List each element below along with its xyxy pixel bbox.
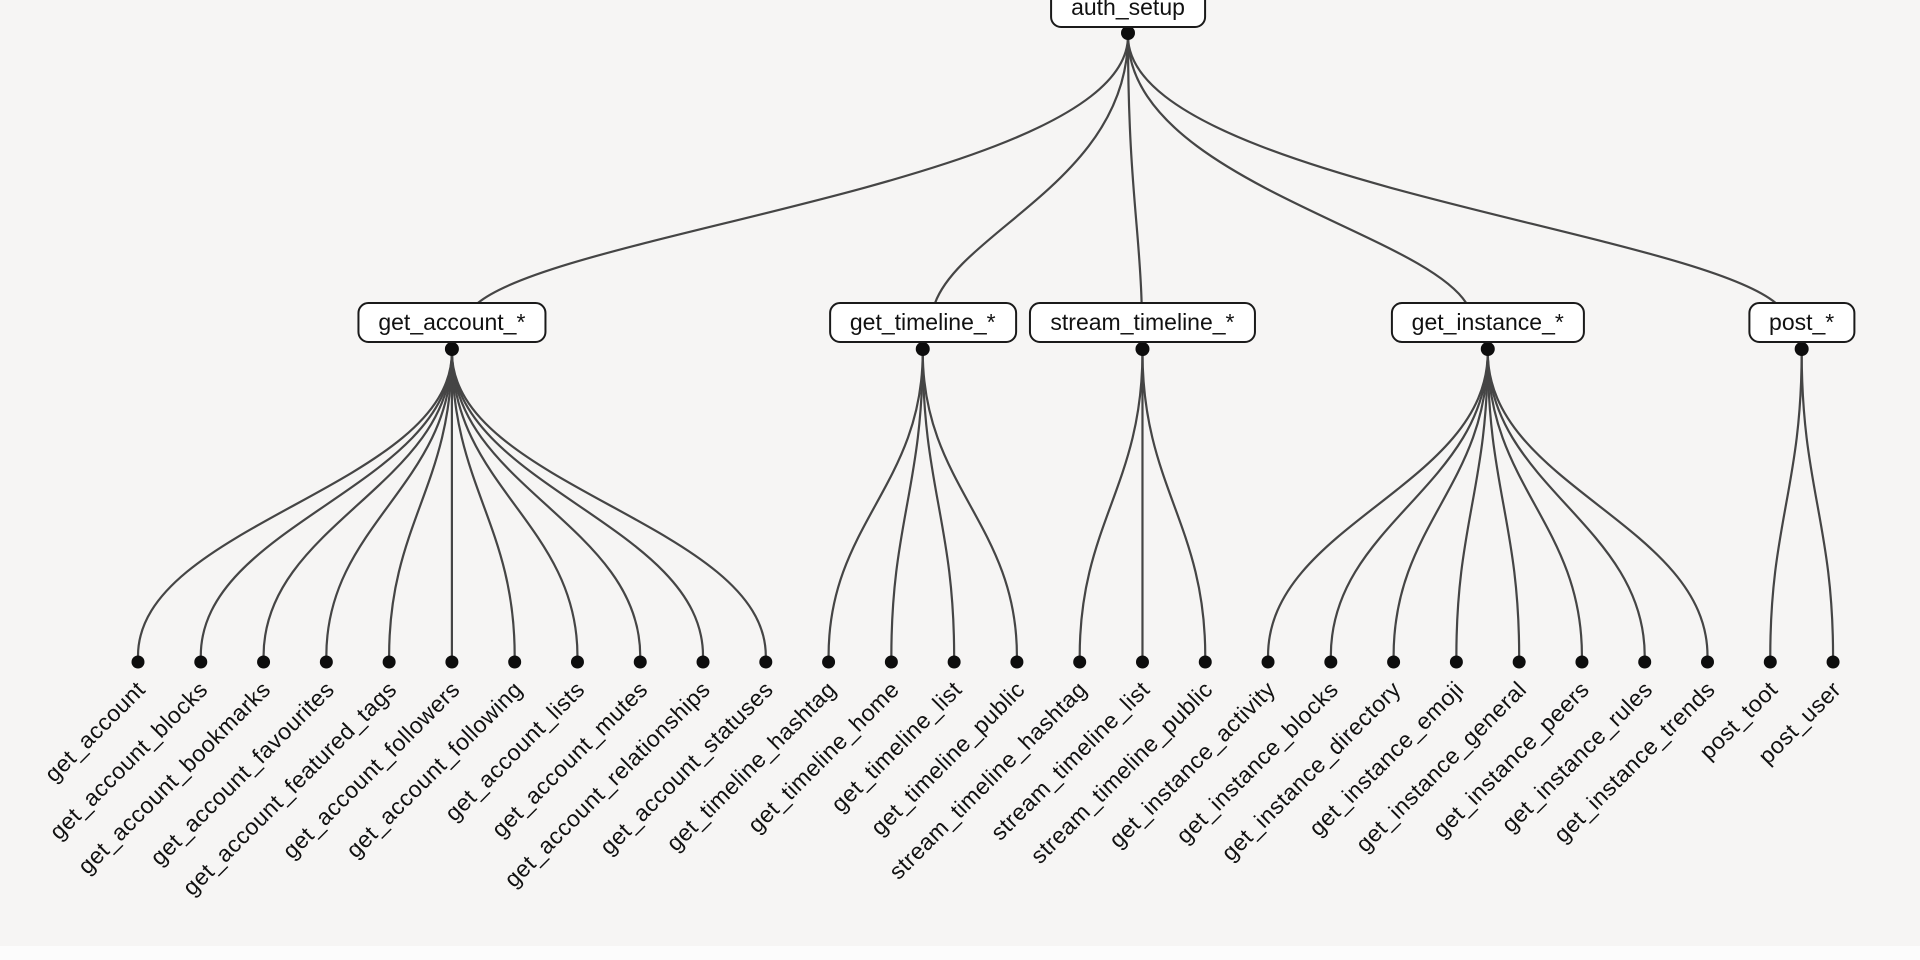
node-auth_setup: auth_setup bbox=[1050, 0, 1206, 28]
edge-auth_setup-to-get_instance_* bbox=[1126, 35, 1468, 304]
dot-get_account_mutes bbox=[633, 655, 647, 669]
edge-auth_setup-to-post_* bbox=[1126, 35, 1777, 304]
dot-post_toot bbox=[1763, 655, 1777, 669]
dot-get_instance_rules bbox=[1638, 655, 1652, 669]
edge-get_instance_*-to-get_instance_rules bbox=[1486, 351, 1646, 657]
dot-get_timeline_* bbox=[915, 342, 930, 356]
edge-post_*-to-post_user bbox=[1800, 351, 1835, 657]
dot-get_account_* bbox=[444, 342, 459, 356]
dot-get_instance_emoji bbox=[1449, 655, 1463, 669]
dot-get_instance_blocks bbox=[1324, 655, 1338, 669]
dot-get_timeline_list bbox=[947, 655, 961, 669]
dot-post_* bbox=[1794, 342, 1809, 356]
edge-get_account_*-to-get_account_bookmarks bbox=[262, 351, 453, 657]
edge-get_account_*-to-get_account_mutes bbox=[450, 351, 642, 657]
edge-get_account_*-to-get_account_blocks bbox=[199, 351, 453, 657]
edge-get_timeline_*-to-get_timeline_list bbox=[921, 351, 956, 657]
dot-stream_timeline_public bbox=[1198, 655, 1212, 669]
edge-get_instance_*-to-get_instance_directory bbox=[1392, 351, 1489, 657]
dot-stream_timeline_* bbox=[1135, 342, 1150, 356]
node-get_instance_*: get_instance_* bbox=[1390, 302, 1585, 343]
edge-get_timeline_*-to-get_timeline_public bbox=[921, 351, 1019, 657]
dot-get_instance_general bbox=[1512, 655, 1526, 669]
node-get_timeline_*: get_timeline_* bbox=[828, 302, 1017, 343]
edge-get_account_*-to-get_account_lists bbox=[450, 351, 579, 657]
node-get_account_*: get_account_* bbox=[357, 302, 547, 343]
dot-get_instance_activity bbox=[1261, 655, 1275, 669]
edge-get_account_*-to-get_account_featured_tags bbox=[388, 351, 453, 657]
edge-get_timeline_*-to-get_timeline_hashtag bbox=[827, 351, 924, 657]
edge-stream_timeline_*-to-stream_timeline_hashtag bbox=[1078, 351, 1144, 657]
dot-get_account_favourites bbox=[319, 655, 333, 669]
dot-auth_setup bbox=[1121, 26, 1135, 40]
dot-get_instance_directory bbox=[1387, 655, 1401, 669]
dot-get_instance_* bbox=[1480, 342, 1495, 356]
edge-get_account_*-to-get_account_statuses bbox=[450, 351, 767, 657]
dot-get_timeline_hashtag bbox=[822, 655, 836, 669]
bottom-strip bbox=[0, 946, 1920, 960]
dot-get_instance_trends bbox=[1701, 655, 1714, 669]
dot-get_account_statuses bbox=[759, 655, 773, 669]
edge-get_instance_*-to-get_instance_blocks bbox=[1329, 351, 1489, 657]
dot-get_account_featured_tags bbox=[382, 655, 396, 669]
dot-get_account_blocks bbox=[194, 655, 208, 669]
dot-post_user bbox=[1826, 655, 1840, 669]
dot-get_instance_peers bbox=[1575, 655, 1589, 669]
edge-get_instance_*-to-get_instance_activity bbox=[1266, 351, 1489, 657]
edge-get_instance_*-to-get_instance_trends bbox=[1486, 351, 1709, 657]
edge-get_instance_*-to-get_instance_peers bbox=[1486, 351, 1584, 657]
dot-get_account_relationships bbox=[696, 655, 710, 669]
dot-stream_timeline_hashtag bbox=[1073, 655, 1087, 669]
edge-auth_setup-to-get_account_* bbox=[477, 35, 1130, 304]
edge-get_account_*-to-get_account_relationships bbox=[450, 351, 705, 657]
edge-auth_setup-to-get_timeline_* bbox=[934, 35, 1130, 304]
edge-get_account_*-to-get_account_following bbox=[450, 351, 516, 657]
edge-get_instance_*-to-get_instance_general bbox=[1486, 351, 1521, 657]
dot-get_timeline_home bbox=[884, 655, 898, 669]
edge-post_*-to-post_toot bbox=[1769, 351, 1803, 657]
dot-get_account_followers bbox=[445, 655, 459, 669]
edge-get_instance_*-to-get_instance_emoji bbox=[1455, 351, 1489, 657]
dot-get_timeline_public bbox=[1010, 655, 1024, 669]
dot-stream_timeline_list bbox=[1135, 655, 1149, 669]
dot-get_account_bookmarks bbox=[257, 655, 271, 669]
dot-get_account_lists bbox=[570, 655, 584, 669]
dot-get_account bbox=[131, 655, 145, 669]
edge-get_account_*-to-get_account_favourites bbox=[325, 351, 453, 657]
dot-get_account_following bbox=[508, 655, 522, 669]
edge-get_account_*-to-get_account bbox=[136, 351, 453, 657]
node-post_*: post_* bbox=[1748, 302, 1856, 343]
edge-stream_timeline_*-to-stream_timeline_public bbox=[1141, 351, 1207, 657]
node-stream_timeline_*: stream_timeline_* bbox=[1029, 302, 1256, 343]
edge-auth_setup-to-stream_timeline_* bbox=[1126, 35, 1143, 304]
edge-get_timeline_*-to-get_timeline_home bbox=[890, 351, 924, 657]
